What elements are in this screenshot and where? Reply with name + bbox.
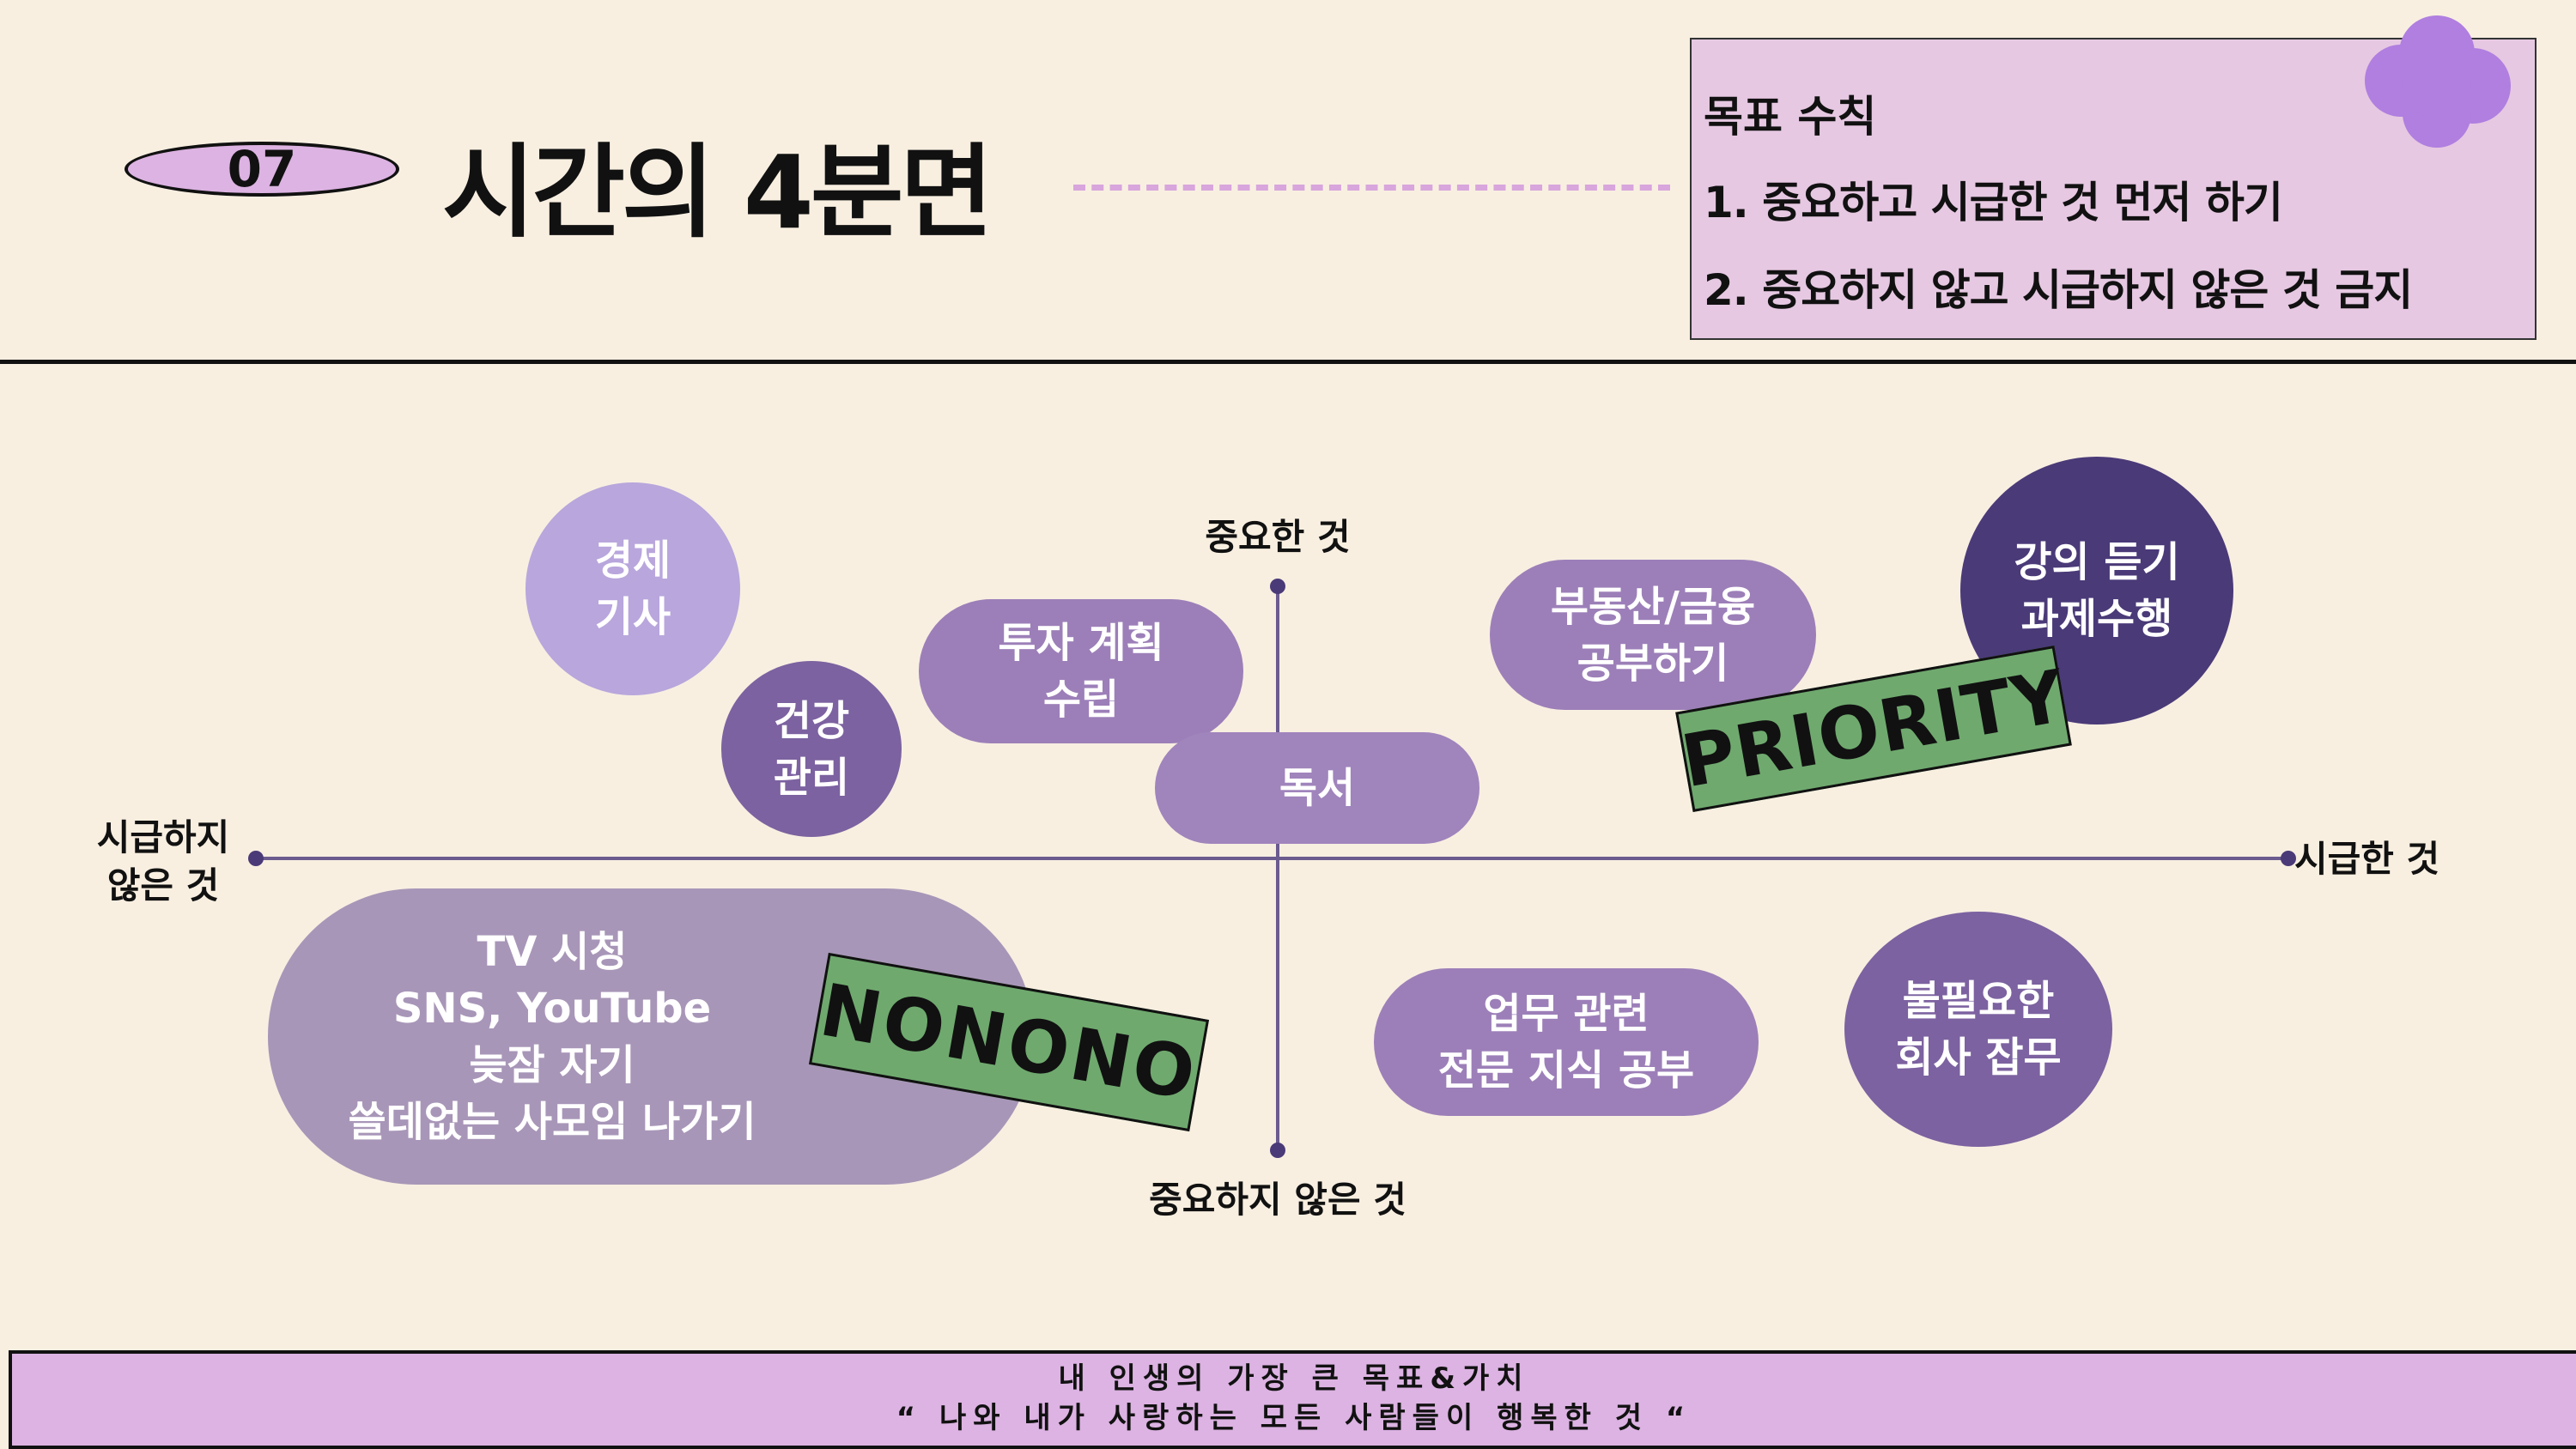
rule-item-1: 1. 중요하고 시급한 것 먼저 하기 [1704, 178, 2283, 227]
section-number-badge: 07 [125, 140, 399, 198]
bubble-text: 회사 잡무 [1895, 1034, 2062, 1082]
bubble-work-knowledge: 업무 관련 전문 지식 공부 [1374, 968, 1759, 1116]
bubble-text: 관리 [773, 753, 850, 802]
axis-label-urgent: 시급한 것 [2294, 838, 2440, 880]
bubble-text: SNS, YouTube [392, 984, 712, 1033]
bubble-text: 쓸데없는 사모임 나가기 [348, 1097, 756, 1146]
bubble-real-estate-study: 부동산/금융 공부하기 [1490, 560, 1816, 710]
axis-label-not-urgent-line2: 않은 것 [106, 864, 220, 906]
bubble-company-chores: 불필요한 회사 잡무 [1844, 912, 2112, 1147]
bubble-text: 수립 [1042, 676, 1120, 724]
axis-label-not-urgent-line1: 시급하지 [96, 816, 230, 858]
header-divider [0, 360, 2576, 364]
bubble-text: 독서 [1279, 764, 1356, 812]
life-goal-footer: 내 인생의 가장 큰 목표&가치 “ 나와 내가 사랑하는 모든 사람들이 행복… [9, 1350, 2576, 1449]
rule-item-2: 2. 중요하지 않고 시급하지 않은 것 금지 [1704, 265, 2413, 315]
bubble-economy-articles: 경제 기사 [526, 482, 740, 695]
bubble-text: 경제 [594, 537, 671, 585]
bubble-text: 공부하기 [1577, 639, 1729, 688]
axis-label-not-urgent: 시급하지 않은 것 [60, 814, 266, 910]
axis-label-important: 중요한 것 [1205, 516, 1351, 558]
axis-label-not-important: 중요하지 않은 것 [1149, 1179, 1406, 1221]
bubble-text: 늦잠 자기 [469, 1040, 635, 1089]
dashed-divider [1073, 185, 1670, 191]
section-number: 07 [227, 140, 297, 198]
bubble-text: 부동산/금융 [1550, 582, 1756, 631]
bubble-text: 불필요한 [1902, 977, 2055, 1025]
bubble-text: TV 시청 [477, 927, 628, 976]
bubble-text: 투자 계획 [998, 619, 1164, 667]
rules-heading: 목표 수칙 [1704, 92, 1877, 142]
page-title: 시간의 4분면 [442, 133, 993, 252]
bubble-text: 과제수행 [2020, 595, 2173, 643]
bubble-text: 업무 관련 [1483, 990, 1649, 1038]
footer-line-2: “ 나와 내가 사랑하는 모든 사람들이 행복한 것 “ [896, 1401, 1692, 1435]
footer-line-1: 내 인생의 가장 큰 목표&가치 [1058, 1361, 1530, 1396]
bubble-text: 강의 듣기 [2014, 538, 2180, 586]
bubble-text: 전문 지식 공부 [1437, 1046, 1695, 1094]
flower-icon [2365, 15, 2511, 148]
bubble-investment-plan: 투자 계획 수립 [919, 599, 1243, 743]
bubble-text: 건강 [773, 696, 850, 745]
bubble-text: 기사 [594, 593, 671, 641]
bubble-health: 건강 관리 [721, 661, 902, 837]
bubble-reading: 독서 [1155, 732, 1479, 844]
